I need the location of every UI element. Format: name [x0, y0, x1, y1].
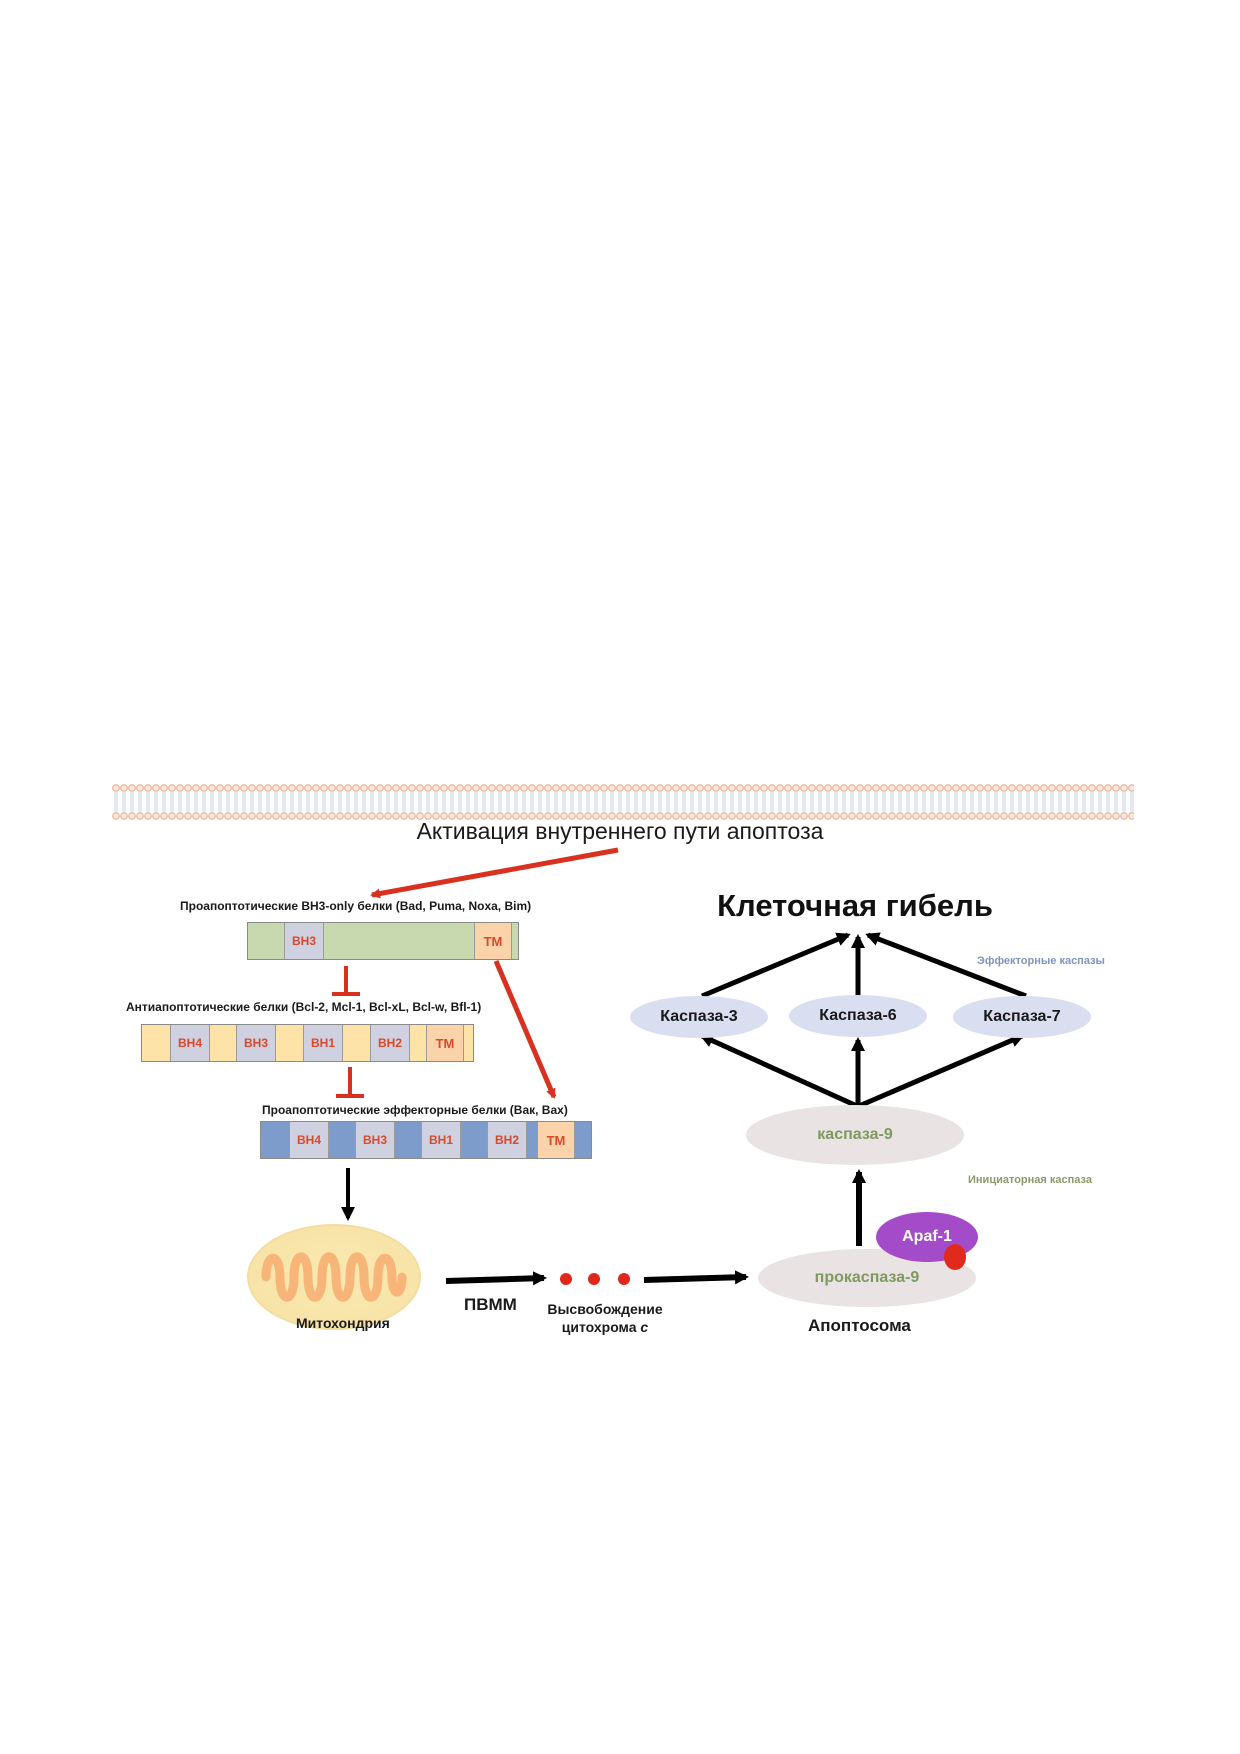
bh3-only-label: Проапоптотические ВН3-only белки (Bad, P…	[180, 899, 532, 913]
mitochondrion-icon	[247, 1224, 421, 1330]
bh2-domain: ВН2	[487, 1122, 527, 1158]
cytochrome-dot	[618, 1273, 630, 1285]
caspase-6-label: Каспаза-6	[819, 1007, 897, 1024]
cytochrome-c-italic: с	[640, 1319, 649, 1335]
cell-death-title: Клеточная гибель	[717, 888, 993, 923]
arrow-casp7-to-death	[865, 932, 1027, 999]
bh4-domain: ВН4	[170, 1025, 210, 1061]
pvmm-label: ПВММ	[464, 1295, 517, 1314]
diagram-title: Активация внутреннего пути апоптоза	[416, 818, 824, 844]
procaspase-9-label: прокаспаза-9	[814, 1269, 920, 1286]
apaf-1-label: Apaf-1	[902, 1228, 952, 1245]
bh3-only-protein-bar: ВН3 ТМ	[247, 922, 519, 960]
cytochrome-release-label: Высвобождение цитохрома с	[540, 1300, 670, 1336]
pvmm-arrow	[445, 1271, 547, 1286]
cytochrome-dot	[588, 1273, 600, 1285]
mitochondria-label: Митохондрия	[296, 1315, 390, 1331]
arrow-casp9-to-casp3	[699, 1033, 859, 1109]
caspase-9-ellipse: каспаза-9	[746, 1105, 964, 1165]
effector-caspases-label: Эффекторные каспазы	[977, 955, 1105, 967]
anti-apoptotic-protein-bar: ВН4 ВН3 ВН1 ВН2 ТМ	[141, 1024, 474, 1062]
cytochrome-dot	[560, 1273, 572, 1285]
cytochrome-c-dot	[944, 1244, 966, 1270]
activation-arrow	[370, 847, 619, 899]
bh3-domain: ВН3	[355, 1122, 395, 1158]
effector-protein-bar: ВН4 ВН3 ВН1 ВН2 ТМ	[260, 1121, 592, 1159]
caspase-3-ellipse: Каспаза-3	[630, 996, 768, 1038]
arrow-to-apoptosome	[643, 1270, 749, 1285]
apoptosome-label: Апоптосома	[808, 1316, 911, 1335]
anti-apoptotic-label: Антиапоптотические белки (Bcl-2, Mcl-1, …	[126, 1000, 482, 1014]
cytochrome-line-2: цитохрома с	[540, 1318, 670, 1336]
bh1-domain: ВН1	[303, 1025, 343, 1061]
initiator-caspase-label: Инициаторная каспаза	[968, 1174, 1092, 1186]
inhibition-symbol-2	[336, 1067, 364, 1098]
bh2-domain: ВН2	[370, 1025, 410, 1061]
bh1-domain: ВН1	[421, 1122, 461, 1158]
cytochrome-line-1: Высвобождение	[547, 1301, 663, 1317]
tm-domain: ТМ	[426, 1025, 464, 1061]
effector-proteins-label: Проапоптотические эффекторные белки (Вак…	[262, 1103, 568, 1117]
arrow-casp9-to-casp7	[858, 1033, 1025, 1109]
tm-domain: ТМ	[537, 1122, 575, 1158]
arrow-casp3-to-death	[701, 932, 851, 999]
cytochrome-word: цитохрома	[561, 1319, 637, 1335]
caspase-9-label: каспаза-9	[817, 1126, 893, 1143]
tm-domain: ТМ	[474, 923, 512, 959]
lipid-bilayer-membrane	[112, 784, 1134, 820]
caspase-7-ellipse: Каспаза-7	[953, 996, 1091, 1038]
caspase-6-ellipse: Каспаза-6	[789, 995, 927, 1037]
bh3-domain: ВН3	[284, 923, 324, 959]
direct-activation-arrow	[493, 960, 557, 1099]
caspase-7-label: Каспаза-7	[983, 1008, 1061, 1025]
bh3-domain: ВН3	[236, 1025, 276, 1061]
bh4-domain: ВН4	[289, 1122, 329, 1158]
caspase-3-label: Каспаза-3	[660, 1008, 738, 1025]
inhibition-symbol-1	[332, 966, 360, 996]
